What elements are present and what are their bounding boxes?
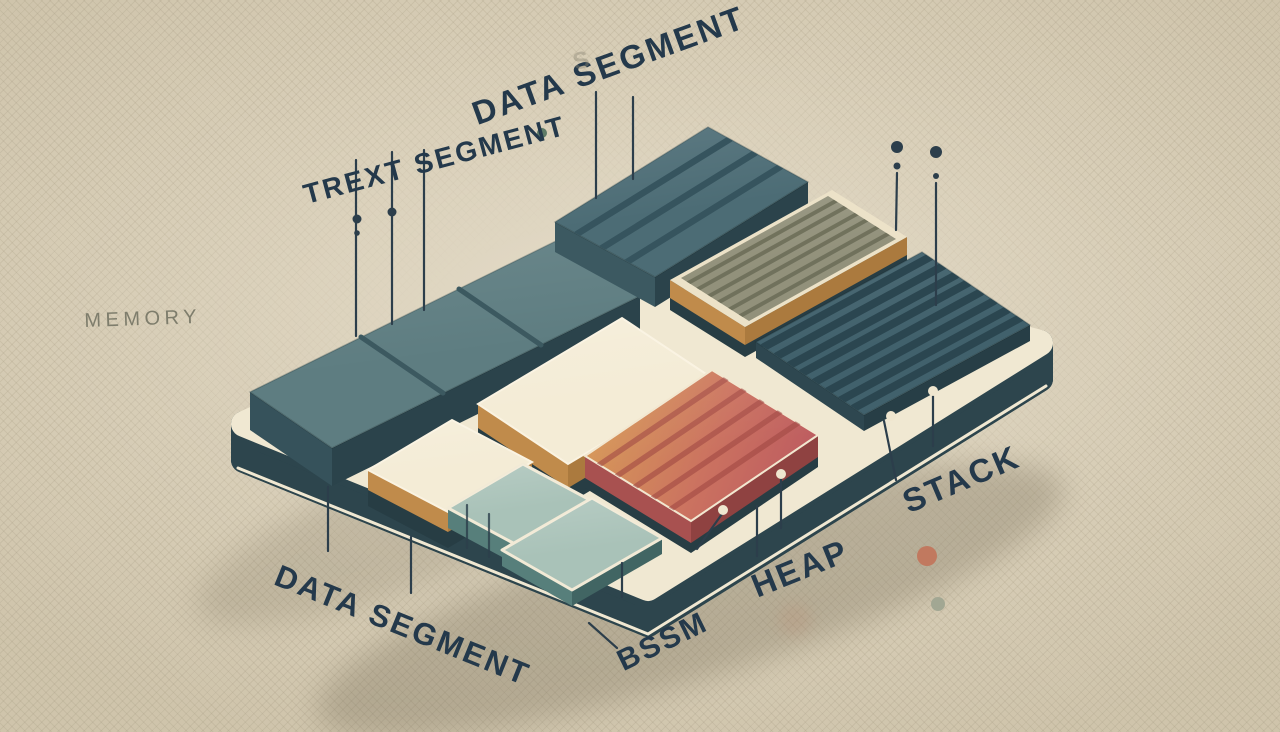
- floating-dot-sage: [931, 597, 945, 611]
- rim-dot-cream: [718, 505, 728, 515]
- rim-dot-cream: [776, 469, 786, 479]
- block-stripe: [710, 214, 876, 308]
- block-end-face: [670, 280, 745, 345]
- block-stripe: [623, 163, 784, 266]
- block-stripe: [837, 306, 1011, 404]
- block-stripe: [700, 208, 866, 302]
- pin-dot: [891, 141, 903, 153]
- block-stripe: [811, 288, 985, 386]
- block-stripe: [786, 271, 960, 369]
- pin-dot: [387, 207, 397, 217]
- block-sheen: [478, 318, 712, 464]
- block-end-face: [502, 550, 572, 606]
- block-stripe: [573, 135, 734, 238]
- stack-block: [754, 251, 1032, 431]
- floating-dot-teal: [537, 128, 547, 138]
- block-under-layer: [585, 435, 818, 553]
- block-front-face: [745, 237, 907, 345]
- leader-line-stack: [882, 419, 898, 482]
- block-stripe: [731, 228, 896, 321]
- segment-ridge: [358, 334, 446, 396]
- leader-lines: [326, 90, 938, 650]
- pin-dot: [354, 230, 360, 236]
- label-memory: MEMORY: [84, 305, 202, 332]
- block-sheen: [368, 420, 532, 512]
- pin-dot: [930, 146, 942, 158]
- block-sheen: [448, 464, 590, 544]
- olive-striped-block: [670, 190, 907, 357]
- block-sheen: [250, 240, 640, 448]
- pink-smudge: [779, 604, 811, 636]
- block-front-face: [864, 325, 1030, 431]
- block-stripe: [798, 279, 972, 377]
- block-front-face: [691, 435, 818, 543]
- block-front-face: [572, 538, 662, 606]
- block-stripe: [689, 201, 855, 295]
- platform-lip-line: [236, 384, 1048, 636]
- block-end-face: [585, 456, 691, 543]
- block-under-layer: [368, 462, 532, 548]
- block-front-face: [332, 296, 640, 486]
- pin-dot: [893, 162, 901, 170]
- block-end-face: [448, 508, 515, 564]
- text-segment-blocks: [248, 239, 642, 486]
- platform-bottom-lip: [236, 384, 1048, 636]
- rim-dot-cream: [928, 386, 938, 396]
- block-stripe: [681, 196, 845, 289]
- block-end-face: [250, 392, 332, 486]
- block-stripe: [850, 314, 1024, 412]
- pin-dots: [352, 128, 945, 611]
- block-end-face: [756, 342, 864, 431]
- rim-dot-cream: [886, 411, 896, 421]
- pin-dot: [933, 173, 939, 179]
- block-end-face: [368, 470, 448, 532]
- block-sheen: [681, 196, 896, 321]
- bss-block-2: [500, 496, 664, 606]
- leader-line-pin: [894, 171, 899, 232]
- block-end-face: [555, 222, 655, 307]
- block-stripe: [773, 262, 947, 360]
- segment-ridge: [456, 286, 544, 348]
- block-stripe: [721, 221, 887, 315]
- block-stripe: [824, 297, 998, 395]
- leader-line-heap: [695, 512, 724, 551]
- floating-dot-salmon: [917, 546, 937, 566]
- block-sheen: [502, 498, 662, 590]
- block-sheen: [585, 370, 818, 521]
- block-stripe: [598, 149, 759, 252]
- heap-block: [583, 368, 820, 553]
- leader-line-bss: [587, 621, 619, 650]
- pin-dot: [352, 214, 362, 224]
- block-stripe: [760, 253, 934, 351]
- block-end-face: [478, 404, 568, 488]
